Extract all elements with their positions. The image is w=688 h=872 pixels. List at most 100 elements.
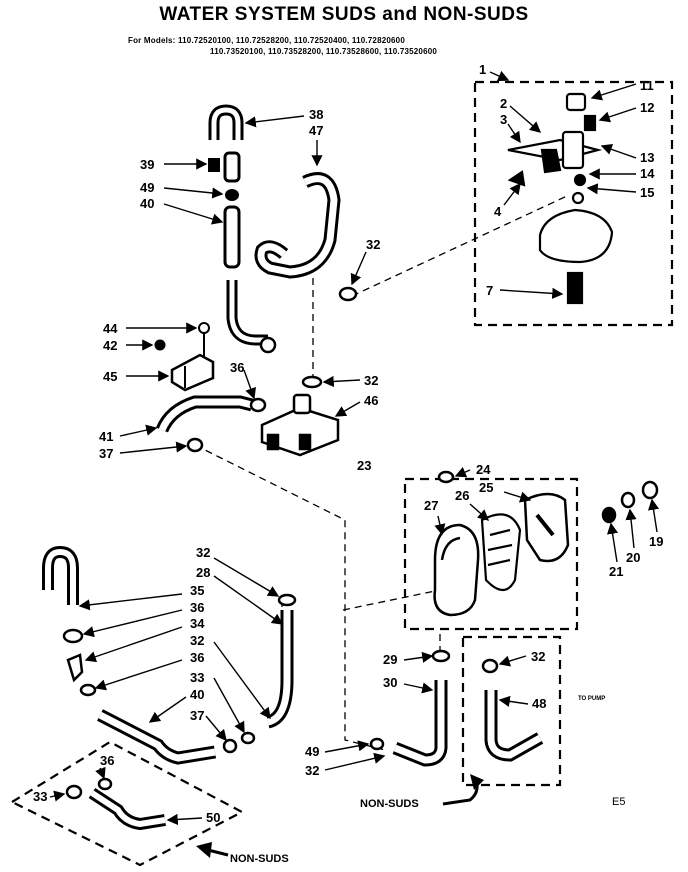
callout-2: 2	[500, 96, 507, 111]
model-list-line-1: For Models: 110.72520100, 110.72528200, …	[128, 36, 405, 45]
callout-32: 32	[305, 763, 319, 778]
leader-19	[647, 498, 660, 533]
bracket-45	[170, 353, 215, 392]
leader-35	[78, 593, 183, 611]
water-valve-assembly	[507, 92, 614, 305]
non-suds-arrow	[442, 774, 484, 806]
non-suds-arrow	[196, 842, 229, 858]
inlet-hose-38	[208, 104, 244, 140]
callout-20: 20	[626, 550, 640, 565]
filter-screen-26	[480, 513, 522, 592]
callout-23: 23	[357, 458, 371, 473]
callout-48: 48	[532, 696, 546, 711]
callout-38: 38	[309, 107, 323, 122]
hose-segment	[223, 151, 241, 183]
clamp	[79, 683, 97, 697]
clamp-32	[481, 658, 499, 674]
leader-28	[213, 575, 284, 625]
callout-26: 26	[455, 488, 469, 503]
diagram-title: WATER SYSTEM SUDS and NON-SUDS	[159, 4, 529, 25]
to-pump-label: TO PUMP	[578, 696, 605, 702]
manifold-46	[260, 393, 340, 457]
clamp-37	[186, 437, 204, 453]
callout-50: 50	[206, 810, 220, 825]
callout-32: 32	[364, 373, 378, 388]
callout-36: 36	[230, 360, 244, 375]
fastener-42	[154, 339, 166, 351]
callout-36: 36	[190, 600, 204, 615]
hose-40-lower	[97, 709, 217, 765]
leader-13	[600, 143, 637, 159]
leader-32	[213, 641, 271, 720]
callout-11: 11	[640, 78, 654, 93]
leader-30	[403, 682, 434, 694]
leader-33	[213, 677, 245, 734]
clamp-29	[431, 649, 451, 663]
fitting-34	[66, 653, 84, 683]
callout-36: 36	[190, 650, 204, 665]
callout-15: 15	[640, 185, 654, 200]
connector-49	[369, 737, 385, 751]
connector-line	[342, 589, 441, 611]
hose-50	[88, 787, 166, 831]
filter-cover-25	[523, 492, 570, 563]
hose-bend-40	[226, 280, 268, 346]
callout-32: 32	[366, 237, 380, 252]
leader-26	[469, 503, 490, 521]
hose-41	[155, 395, 254, 433]
leader-7	[499, 287, 564, 299]
callout-14: 14	[640, 166, 655, 181]
callout-28: 28	[196, 565, 210, 580]
callout-40: 40	[140, 196, 154, 211]
leader-32	[213, 557, 280, 597]
leader-15	[586, 183, 637, 195]
callout-49: 49	[305, 744, 319, 759]
leader-32	[498, 655, 527, 667]
callout-29: 29	[383, 652, 397, 667]
callout-37: 37	[190, 708, 204, 723]
callout-35: 35	[190, 583, 204, 598]
connector-line	[351, 195, 568, 297]
callout-34: 34	[190, 616, 205, 631]
leader-37	[119, 441, 188, 454]
leader-32	[350, 251, 367, 286]
leader-25	[503, 491, 532, 503]
clip-24	[437, 470, 455, 484]
callout-30: 30	[383, 675, 397, 690]
leader-38	[244, 115, 305, 128]
callout-47: 47	[309, 123, 323, 138]
leader-24	[454, 466, 471, 478]
leader-49	[324, 740, 370, 753]
clamp-37	[222, 738, 238, 754]
callout-19: 19	[649, 534, 663, 549]
leader-50	[166, 813, 203, 826]
leader-4	[503, 182, 521, 206]
callout-7: 7	[486, 283, 493, 298]
leader-32	[322, 375, 361, 388]
washer-stack-19-21	[601, 480, 659, 524]
leader-36	[94, 659, 183, 691]
leader-32	[324, 752, 386, 771]
callout-32: 32	[531, 649, 545, 664]
callout-1: 1	[479, 62, 486, 77]
leader-3	[507, 123, 521, 144]
clamp-36	[62, 628, 84, 644]
callout-32: 32	[196, 545, 210, 560]
callout-21: 21	[609, 564, 623, 579]
callout-24: 24	[476, 462, 491, 477]
valve-assembly-box	[473, 80, 674, 327]
leader-12	[598, 107, 637, 123]
clamp-32	[301, 375, 323, 389]
leader-34	[84, 626, 183, 663]
non-suds-label: NON-SUDS	[230, 853, 289, 865]
non-suds-hose-box-right	[461, 635, 562, 787]
leader-46	[334, 401, 361, 417]
leader-41	[119, 424, 158, 437]
callout-45: 45	[103, 369, 117, 384]
leader-2	[509, 105, 542, 133]
model-list-line-2: 110.73520100, 110.73528200, 110.73528600…	[210, 47, 438, 56]
screw-44	[198, 322, 210, 334]
callout-49: 49	[140, 180, 154, 195]
clamp-32	[338, 286, 358, 302]
